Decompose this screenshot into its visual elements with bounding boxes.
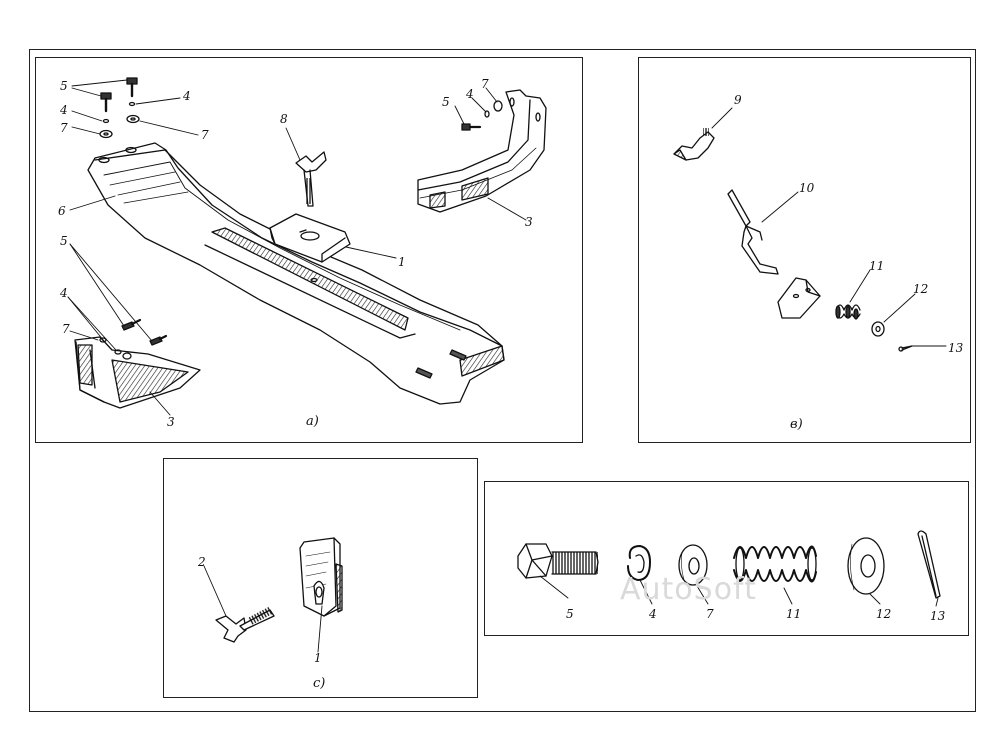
- clamp-plate-part-1-c: [299, 537, 343, 617]
- cotter-pin-part-13-large: [917, 530, 941, 599]
- label-4-right: 4: [466, 87, 474, 101]
- label-12-b: 12: [913, 282, 929, 296]
- label-13-b: 13: [948, 341, 964, 355]
- label-4-bottom: 4: [60, 286, 68, 300]
- label-7-right: 7: [481, 77, 489, 91]
- panel-b-frame: [638, 57, 971, 443]
- bracket-part-3-right: [417, 89, 547, 213]
- cotter-pin-part-13: [898, 345, 913, 352]
- label-9: 9: [734, 93, 742, 107]
- label-13-d: 13: [930, 609, 946, 623]
- label-4-d: 4: [649, 607, 657, 621]
- label-2: 2: [198, 555, 206, 569]
- label-6: 6: [58, 204, 66, 218]
- label-1-a: 1: [398, 255, 406, 269]
- label-5-d: 5: [566, 607, 574, 621]
- label-5-bottom: 5: [60, 234, 68, 248]
- lock-washer-part-4-large: [627, 545, 651, 581]
- wing-bolt-part-8: [295, 151, 327, 207]
- figure-outer-frame: [29, 49, 976, 712]
- bolts-top-left-part-5: [100, 77, 138, 113]
- label-4-top-right: 4: [183, 89, 191, 103]
- spring-part-11-large: [733, 545, 817, 583]
- label-11-b: 11: [869, 259, 885, 273]
- washer-part-12-large: [847, 537, 885, 595]
- label-10: 10: [799, 181, 815, 195]
- label-8: 8: [280, 112, 288, 126]
- wing-bolt-part-2: [215, 606, 275, 643]
- panel-c-frame: [163, 458, 478, 698]
- bolt-part-5-large: [517, 543, 599, 579]
- clamp-plate-part-1: [269, 213, 351, 263]
- caption-a: a): [306, 414, 319, 429]
- washer-part-12: [871, 321, 885, 337]
- caption-b: в): [790, 417, 803, 432]
- panel-d-frame: [484, 481, 969, 636]
- label-7-top-left: 7: [60, 121, 68, 135]
- label-5-right: 5: [442, 95, 450, 109]
- washer-part-7-large: [678, 544, 708, 586]
- label-7-top-right: 7: [201, 128, 209, 142]
- label-7-bottom: 7: [62, 322, 70, 336]
- label-3-right: 3: [525, 215, 533, 229]
- bracket-part-3-left: [74, 336, 201, 409]
- label-11-d: 11: [786, 607, 802, 621]
- label-12-d: 12: [876, 607, 892, 621]
- caption-c: c): [313, 676, 326, 691]
- wing-nut-part-9: [673, 128, 715, 161]
- label-4-top-left: 4: [60, 103, 68, 117]
- bracket-plate-part-10b: [777, 277, 821, 319]
- label-5-top: 5: [60, 79, 68, 93]
- label-7-d: 7: [706, 607, 714, 621]
- label-1-c: 1: [314, 651, 322, 665]
- spring-part-11: [835, 304, 861, 320]
- rod-part-10: [727, 189, 779, 275]
- main-bracket-part-6: [87, 142, 505, 405]
- watermark: AutoSoft: [620, 572, 757, 607]
- label-3-bottom: 3: [167, 415, 175, 429]
- panel-a-frame: [35, 57, 583, 443]
